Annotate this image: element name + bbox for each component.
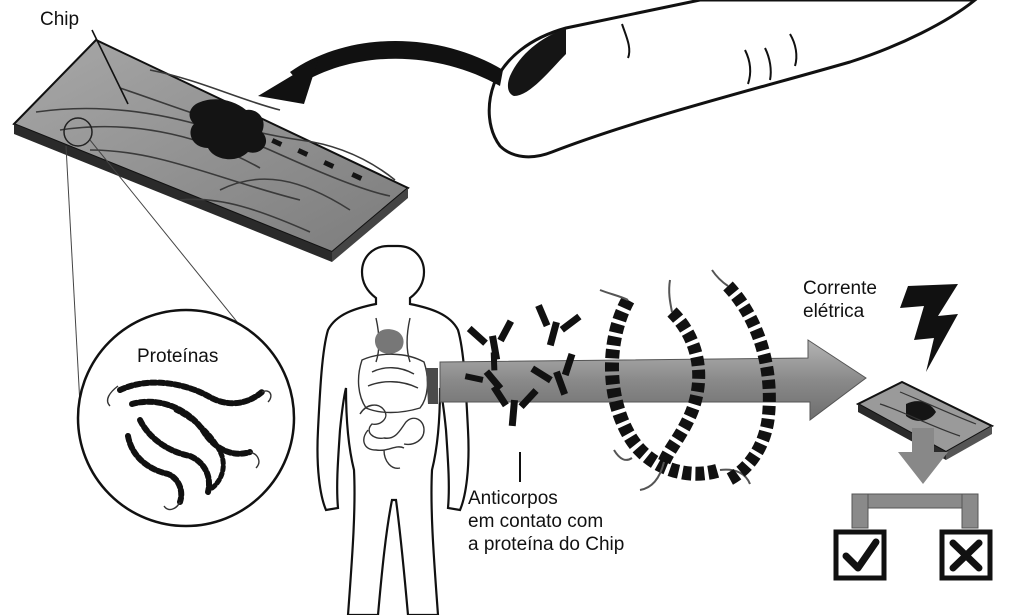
lightning-bolt [900, 284, 958, 372]
current-label: Corrente elétrica [803, 277, 877, 323]
chip-label: Chip [40, 8, 79, 31]
result-branch [852, 494, 978, 528]
finger-illustration [489, 0, 975, 157]
result-negative-box [942, 532, 990, 578]
blood-flow-arrow [440, 340, 866, 420]
result-positive-box [836, 532, 884, 578]
chip-slide [14, 40, 408, 262]
current-label-line-1: Corrente [803, 277, 877, 300]
antibodies-label-line-3: a proteína do Chip [468, 533, 624, 556]
current-label-line-2: elétrica [803, 300, 877, 323]
human-body-outline [317, 246, 468, 615]
proteins-label: Proteínas [137, 345, 218, 368]
protein-zoom-circle [78, 310, 294, 526]
antibodies-label-line-2: em contato com [468, 510, 624, 533]
curved-arrow [258, 41, 503, 104]
antibodies-label-line-1: Anticorpos [468, 487, 624, 510]
antibodies-label: Anticorpos em contato com a proteína do … [468, 487, 624, 557]
